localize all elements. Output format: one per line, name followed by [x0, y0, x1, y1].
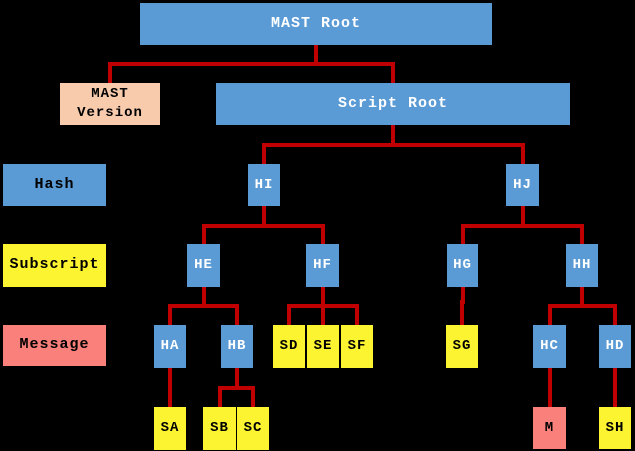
connector-drop-hb: [235, 304, 239, 325]
connector-stub-hb: [235, 368, 239, 390]
connector-drop-sg: [460, 300, 464, 325]
connector-drop-hi: [262, 143, 266, 164]
node-sg: SG: [446, 325, 478, 368]
connector-stub-hf: [320, 287, 325, 308]
connector-stub-mast-root: [314, 45, 318, 66]
connector-drop-ha: [168, 304, 172, 325]
node-sb: SB: [203, 407, 236, 450]
connector-stub-hc: [547, 368, 552, 390]
connector-stub-hg: [460, 287, 465, 304]
connector-drop-se: [321, 304, 325, 325]
connector-drop-mast-version: [108, 62, 112, 83]
connector-stub-ha: [168, 368, 172, 390]
connector-drop-sh: [613, 386, 617, 407]
node-hc: HC: [533, 325, 566, 368]
connector-drop-sa: [168, 386, 172, 407]
node-sh: SH: [599, 407, 631, 449]
connector-drop-hd: [613, 304, 617, 325]
connector-drop-sf: [355, 304, 359, 325]
node-hf: HF: [306, 244, 339, 287]
connector-stub-hj: [520, 206, 525, 228]
connector-bar-script-root: [262, 143, 525, 147]
connector-bar-he: [168, 304, 239, 308]
connector-bar-hi: [201, 224, 325, 228]
connector-drop-m: [547, 386, 552, 407]
connector-drop-sb: [217, 386, 222, 407]
node-sd: SD: [273, 325, 305, 368]
connector-bar-hb: [217, 386, 255, 390]
connector-drop-hh: [580, 224, 584, 244]
node-ha: HA: [154, 325, 186, 368]
connector-stub-hh: [580, 287, 584, 308]
node-mast-root: MAST Root: [140, 3, 492, 45]
connector-drop-hf: [320, 224, 325, 244]
node-m: M: [533, 407, 566, 449]
connector-bar-hj: [460, 224, 584, 228]
connector-stub-script-root: [391, 125, 395, 147]
node-se: SE: [307, 325, 339, 368]
connector-stub-he: [201, 287, 206, 308]
node-sf: SF: [341, 325, 373, 368]
node-sa: SA: [154, 407, 186, 450]
node-subscript-label: Subscript: [3, 244, 106, 287]
connector-drop-hg: [460, 224, 465, 244]
connector-drop-hc: [547, 304, 552, 325]
connector-drop-he: [201, 224, 206, 244]
node-message-label: Message: [3, 325, 106, 366]
connector-bar-mast-root: [108, 62, 395, 66]
connector-stub-hd: [613, 368, 617, 390]
node-hb: HB: [221, 325, 253, 368]
connector-drop-sd: [287, 304, 291, 325]
node-hj: HJ: [506, 164, 539, 206]
node-sc: SC: [237, 407, 269, 450]
connector-drop-script-root: [391, 62, 395, 83]
connector-stub-hi: [262, 206, 266, 228]
node-he: HE: [187, 244, 220, 287]
node-hash-label: Hash: [3, 164, 106, 206]
node-hg: HG: [447, 244, 478, 287]
node-script-root: Script Root: [216, 83, 570, 125]
node-hi: HI: [248, 164, 280, 206]
node-mast-version: MAST Version: [60, 83, 160, 125]
connector-drop-hj: [520, 143, 525, 164]
connector-bar-hh: [547, 304, 617, 308]
node-hh: HH: [566, 244, 598, 287]
node-hd: HD: [599, 325, 631, 368]
connector-drop-sc: [251, 386, 255, 407]
